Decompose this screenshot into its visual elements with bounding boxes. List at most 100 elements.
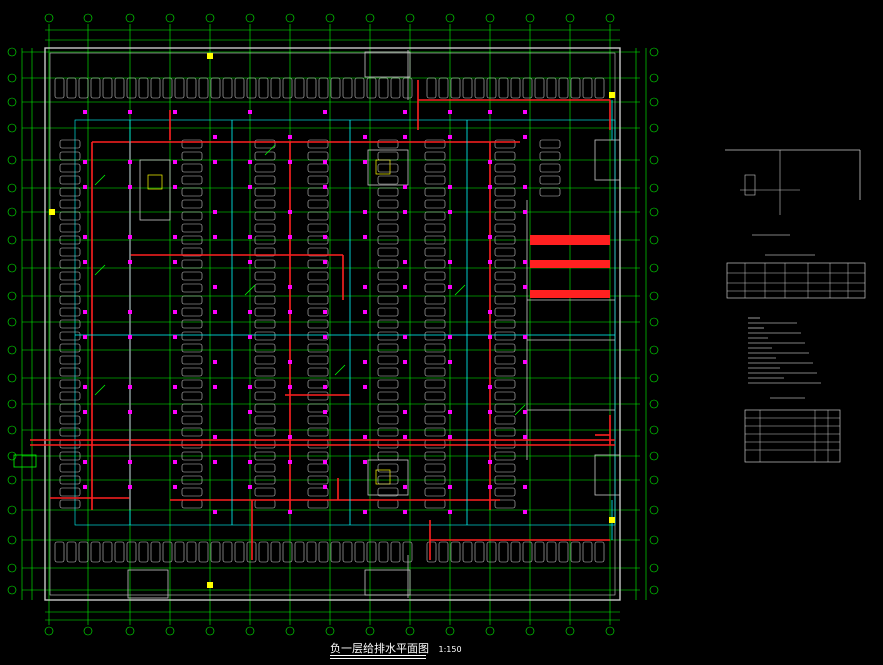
parking-car-icon bbox=[424, 343, 446, 353]
parking-car-icon bbox=[181, 439, 203, 449]
parking-car-icon bbox=[181, 367, 203, 377]
parking-car-icon bbox=[377, 463, 399, 473]
sprinkler-head-icon bbox=[83, 385, 87, 389]
stair-room bbox=[594, 139, 621, 181]
pump-equipment bbox=[530, 235, 610, 245]
parking-car-icon bbox=[424, 283, 446, 293]
parking-car-icon bbox=[424, 319, 446, 329]
sprinkler-head-icon bbox=[128, 260, 132, 264]
parking-car-icon bbox=[377, 475, 399, 485]
parking-car-icon bbox=[424, 175, 446, 185]
axis-bubble-bottom bbox=[125, 626, 135, 636]
stair-icon bbox=[147, 174, 163, 190]
sprinkler-head-icon bbox=[288, 160, 292, 164]
parking-car-icon bbox=[254, 271, 276, 281]
sprinkler-head-icon bbox=[523, 510, 527, 514]
parking-car-icon bbox=[59, 427, 81, 437]
parking-car-icon bbox=[59, 439, 81, 449]
parking-car-icon bbox=[114, 77, 125, 99]
sprinkler-head-icon bbox=[363, 135, 367, 139]
parking-car-icon bbox=[59, 367, 81, 377]
axis-bubble-top bbox=[605, 13, 615, 23]
parking-car-icon bbox=[66, 541, 77, 563]
parking-car-icon bbox=[59, 247, 81, 257]
parking-car-icon bbox=[582, 77, 593, 99]
pump-equipment bbox=[530, 290, 610, 298]
sprinkler-head-icon bbox=[128, 410, 132, 414]
sprinkler-head-icon bbox=[128, 460, 132, 464]
axis-bubble-left bbox=[7, 535, 17, 545]
parking-car-icon bbox=[424, 451, 446, 461]
parking-car-icon bbox=[307, 379, 329, 389]
parking-car-icon bbox=[494, 331, 516, 341]
sprinkler-head-icon bbox=[488, 485, 492, 489]
sprinkler-head-icon bbox=[248, 185, 252, 189]
parking-car-icon bbox=[307, 415, 329, 425]
parking-car-icon bbox=[181, 403, 203, 413]
parking-car-icon bbox=[126, 77, 137, 99]
sprinkler-head-icon bbox=[403, 435, 407, 439]
sprinkler-head-icon bbox=[288, 460, 292, 464]
parking-car-icon bbox=[494, 247, 516, 257]
parking-car-icon bbox=[254, 367, 276, 377]
parking-car-icon bbox=[282, 77, 293, 99]
parking-car-icon bbox=[522, 541, 533, 563]
parking-car-icon bbox=[486, 77, 497, 99]
sprinkler-head-icon bbox=[248, 410, 252, 414]
floor-drain-icon bbox=[264, 144, 276, 156]
axis-bubble-bottom bbox=[325, 626, 335, 636]
axis-bubble-left bbox=[7, 475, 17, 485]
sprinkler-head-icon bbox=[173, 485, 177, 489]
axis-bubble-right bbox=[649, 207, 659, 217]
axis-bubble-right bbox=[649, 73, 659, 83]
parking-car-icon bbox=[181, 247, 203, 257]
axis-bubble-top bbox=[205, 13, 215, 23]
parking-car-icon bbox=[307, 355, 329, 365]
axis-bubble-top bbox=[525, 13, 535, 23]
parking-car-icon bbox=[258, 77, 269, 99]
parking-car-icon bbox=[181, 307, 203, 317]
parking-car-icon bbox=[59, 379, 81, 389]
parking-car-icon bbox=[254, 391, 276, 401]
parking-car-icon bbox=[307, 295, 329, 305]
parking-car-icon bbox=[181, 271, 203, 281]
sprinkler-head-icon bbox=[523, 360, 527, 364]
parking-car-icon bbox=[494, 235, 516, 245]
parking-car-icon bbox=[307, 487, 329, 497]
sprinkler-head-icon bbox=[173, 335, 177, 339]
sprinkler-head-icon bbox=[403, 410, 407, 414]
parking-car-icon bbox=[426, 77, 437, 99]
parking-car-icon bbox=[424, 463, 446, 473]
parking-car-icon bbox=[138, 77, 149, 99]
parking-car-icon bbox=[254, 331, 276, 341]
parking-car-icon bbox=[181, 175, 203, 185]
parking-car-icon bbox=[318, 77, 329, 99]
parking-car-icon bbox=[307, 247, 329, 257]
axis-bubble-right bbox=[649, 585, 659, 595]
parking-car-icon bbox=[294, 77, 305, 99]
axis-bubble-right bbox=[649, 291, 659, 301]
parking-car-icon bbox=[222, 541, 233, 563]
parking-car-icon bbox=[594, 77, 605, 99]
parking-car-icon bbox=[59, 271, 81, 281]
parking-car-icon bbox=[377, 499, 399, 509]
parking-car-icon bbox=[494, 379, 516, 389]
parking-car-icon bbox=[78, 77, 89, 99]
parking-car-icon bbox=[254, 463, 276, 473]
axis-bubble-top bbox=[365, 13, 375, 23]
axis-bubble-top bbox=[83, 13, 93, 23]
axis-bubble-top bbox=[165, 13, 175, 23]
parking-car-icon bbox=[254, 439, 276, 449]
sprinkler-head-icon bbox=[448, 210, 452, 214]
parking-car-icon bbox=[210, 541, 221, 563]
sprinkler-head-icon bbox=[213, 310, 217, 314]
parking-car-icon bbox=[198, 77, 209, 99]
sprinkler-head-icon bbox=[213, 210, 217, 214]
stair-room bbox=[139, 159, 171, 221]
parking-car-icon bbox=[377, 415, 399, 425]
parking-car-icon bbox=[254, 139, 276, 149]
parking-car-icon bbox=[377, 487, 399, 497]
parking-car-icon bbox=[307, 139, 329, 149]
parking-car-icon bbox=[342, 77, 353, 99]
sprinkler-head-icon bbox=[173, 385, 177, 389]
